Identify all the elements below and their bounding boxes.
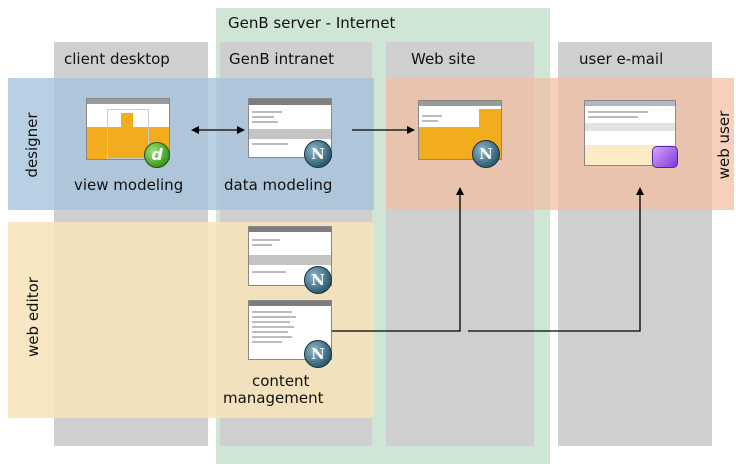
server-title: GenB server - Internet xyxy=(228,14,396,32)
netscape-icon-web-site: N xyxy=(472,140,500,168)
netscape-icon-content-management: N xyxy=(304,340,332,368)
caption-data-modeling: data modeling xyxy=(224,176,333,194)
column-label-client-desktop: client desktop xyxy=(64,50,170,68)
column-label-user-email: user e-mail xyxy=(579,50,664,68)
caption-content-line2: management xyxy=(223,389,324,407)
column-label-web-site: Web site xyxy=(411,50,476,68)
web-site-thumbnail xyxy=(418,100,502,160)
dreamweaver-icon: d xyxy=(144,142,170,168)
arrow-content-to-email xyxy=(468,187,644,332)
column-label-intranet: GenB intranet xyxy=(229,50,334,68)
netscape-icon-data-modeling: N xyxy=(304,140,332,168)
arrow-content-to-website xyxy=(332,187,464,332)
email-client-icon xyxy=(652,146,678,168)
caption-view-modeling: view modeling xyxy=(74,176,184,194)
caption-content-line1: content xyxy=(252,372,310,390)
netscape-icon-editor-page: N xyxy=(304,266,332,294)
